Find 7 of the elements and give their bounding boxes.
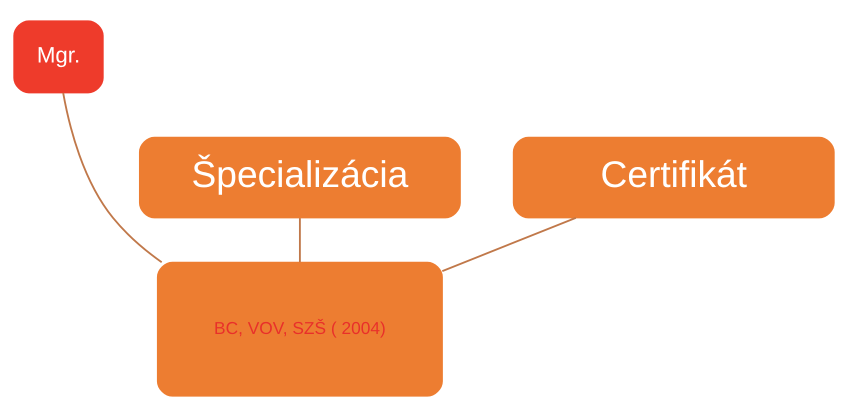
- node-box: Mgr.: [13, 20, 104, 94]
- connector: [62, 92, 162, 263]
- node-box: BC, VOV, SZŠ ( 2004): [156, 262, 443, 397]
- node-box: Špecializácia: [138, 136, 461, 218]
- connector: [442, 217, 576, 272]
- connector: [298, 218, 301, 262]
- node-box: Certifikát: [512, 136, 835, 218]
